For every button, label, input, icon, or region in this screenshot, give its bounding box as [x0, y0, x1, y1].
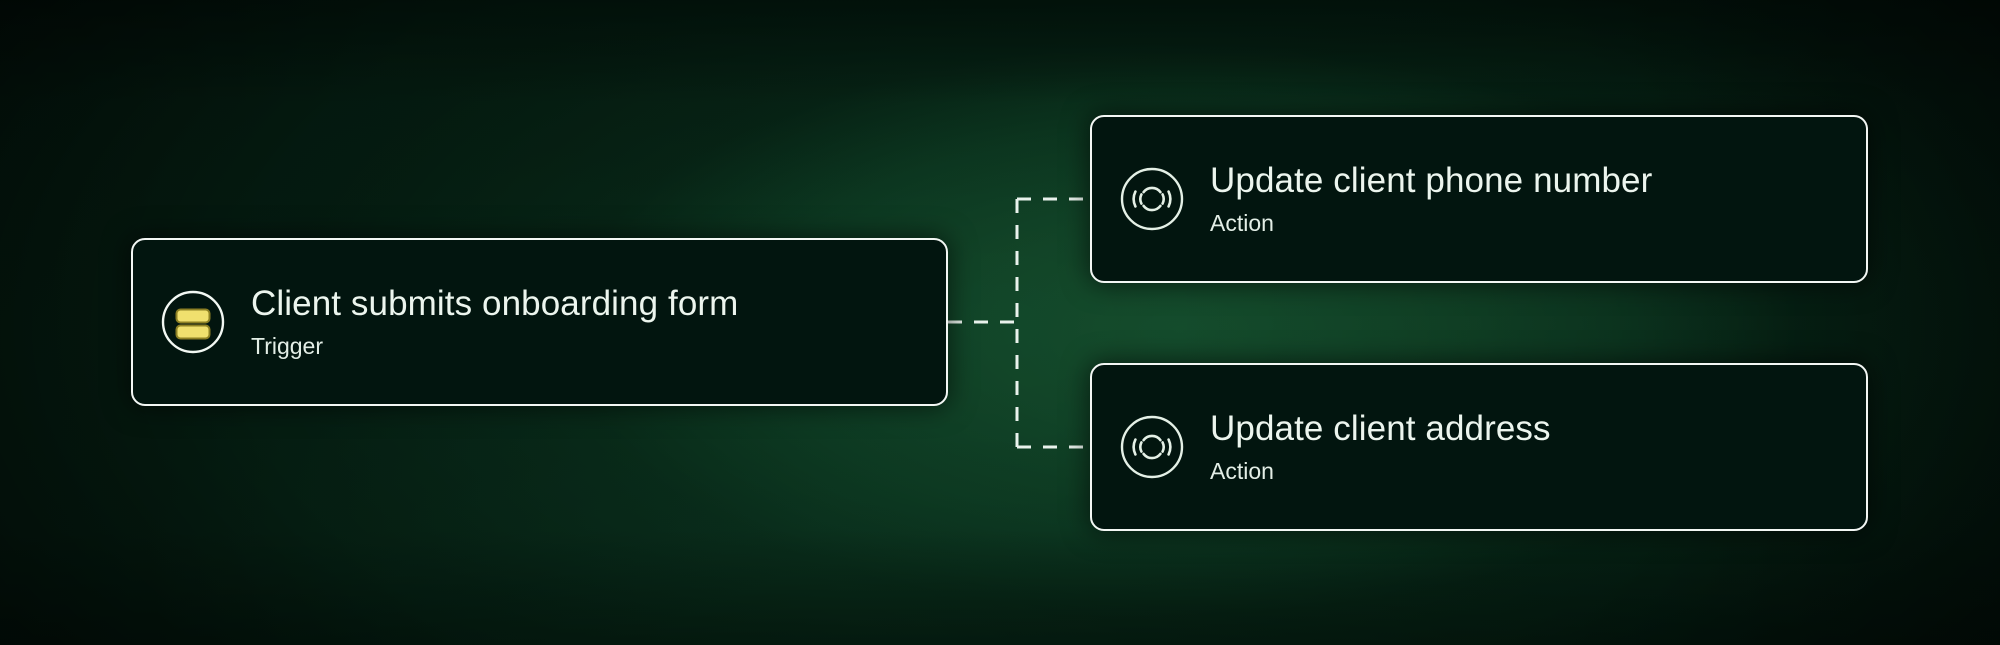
- node-title: Update client phone number: [1210, 161, 1653, 201]
- node-card-action-address[interactable]: Update client address Action: [1090, 363, 1868, 531]
- broadcast-signal-icon: [1120, 415, 1184, 479]
- node-card-text: Client submits onboarding form Trigger: [251, 284, 738, 359]
- node-subtitle: Action: [1210, 458, 1274, 485]
- node-subtitle: Action: [1210, 210, 1274, 237]
- node-title: Update client address: [1210, 409, 1551, 449]
- node-subtitle: Trigger: [251, 333, 323, 360]
- node-card-trigger[interactable]: Client submits onboarding form Trigger: [131, 238, 948, 406]
- form-stack-icon: [161, 290, 225, 354]
- node-card-action-phone[interactable]: Update client phone number Action: [1090, 115, 1868, 283]
- node-card-text: Update client phone number Action: [1210, 161, 1652, 236]
- node-card-text: Update client address Action: [1210, 409, 1551, 484]
- broadcast-signal-icon: [1120, 167, 1184, 231]
- node-title: Client submits onboarding form: [251, 284, 739, 324]
